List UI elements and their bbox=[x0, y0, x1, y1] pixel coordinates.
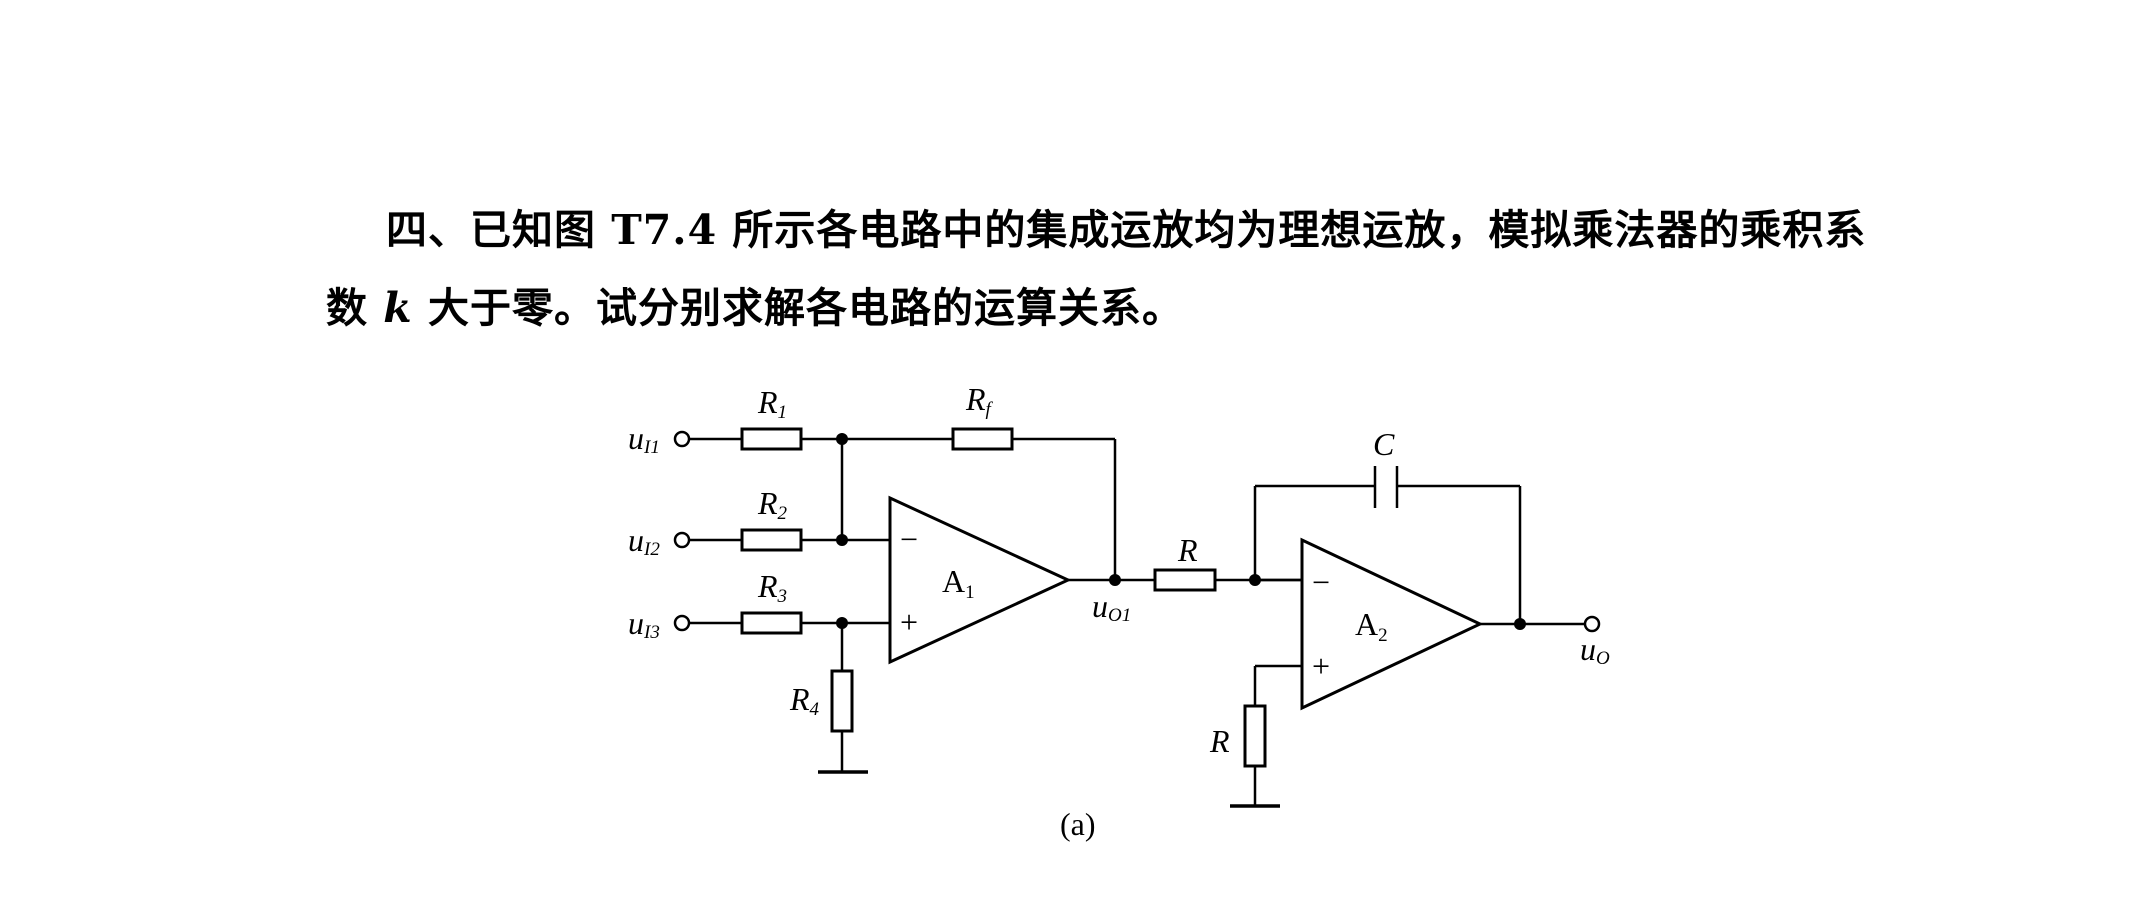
resistor-r1 bbox=[740, 427, 803, 451]
label-r-mid: R bbox=[1177, 532, 1198, 568]
terminal-ui3 bbox=[673, 614, 691, 632]
label-r4: R4 bbox=[789, 681, 820, 720]
figure-caption: (a) bbox=[1060, 806, 1096, 842]
problem-text-b: 大于零。试分别求解各电路的运算关系。 bbox=[412, 284, 1184, 332]
label-a1-plus: + bbox=[900, 604, 918, 640]
label-ui1: uI1 bbox=[628, 420, 660, 458]
label-ui2: uI2 bbox=[628, 522, 660, 560]
label-a1: A1 bbox=[942, 563, 975, 603]
problem-line-2: 数 k 大于零。试分别求解各电路的运算关系。 bbox=[326, 268, 1184, 348]
label-r2: R2 bbox=[757, 485, 788, 524]
op-amp-a1 bbox=[888, 495, 1072, 665]
terminal-ui1 bbox=[673, 430, 691, 448]
op-amps bbox=[888, 495, 1484, 711]
resistor-rf bbox=[951, 427, 1014, 451]
label-r3: R3 bbox=[757, 568, 787, 607]
resistor-r4 bbox=[830, 669, 854, 733]
ground-symbols bbox=[818, 770, 1280, 808]
resistors bbox=[740, 427, 1267, 768]
label-ui3: uI3 bbox=[628, 605, 660, 643]
label-c: C bbox=[1373, 426, 1395, 462]
label-a2-minus: − bbox=[1312, 564, 1330, 600]
label-r1: R1 bbox=[757, 384, 787, 423]
label-a1-minus: − bbox=[900, 521, 918, 557]
op-amp-a2 bbox=[1300, 537, 1484, 711]
terminal-ui2 bbox=[673, 531, 691, 549]
capacitor bbox=[1373, 466, 1399, 508]
resistor-r3 bbox=[740, 611, 803, 635]
terminal-uo bbox=[1583, 615, 1601, 633]
label-a2: A2 bbox=[1355, 606, 1388, 646]
junction-dots bbox=[836, 433, 1526, 630]
label-uo: uO bbox=[1580, 631, 1610, 669]
resistor-r2 bbox=[740, 528, 803, 552]
problem-text-a: 数 bbox=[326, 284, 384, 332]
label-r-gnd: R bbox=[1209, 723, 1230, 759]
terminals bbox=[673, 430, 1601, 633]
label-rf: Rf bbox=[965, 381, 994, 420]
resistor-r-gnd bbox=[1243, 704, 1267, 768]
resistor-r-mid bbox=[1153, 568, 1217, 592]
variable-k: k bbox=[383, 284, 413, 332]
label-a2-plus: + bbox=[1312, 648, 1330, 684]
label-uo1: uO1 bbox=[1092, 588, 1131, 626]
problem-line-1: 四、已知图 T7.4 所示各电路中的集成运放均为理想运放，模拟乘法器的乘积系 bbox=[386, 206, 1867, 254]
